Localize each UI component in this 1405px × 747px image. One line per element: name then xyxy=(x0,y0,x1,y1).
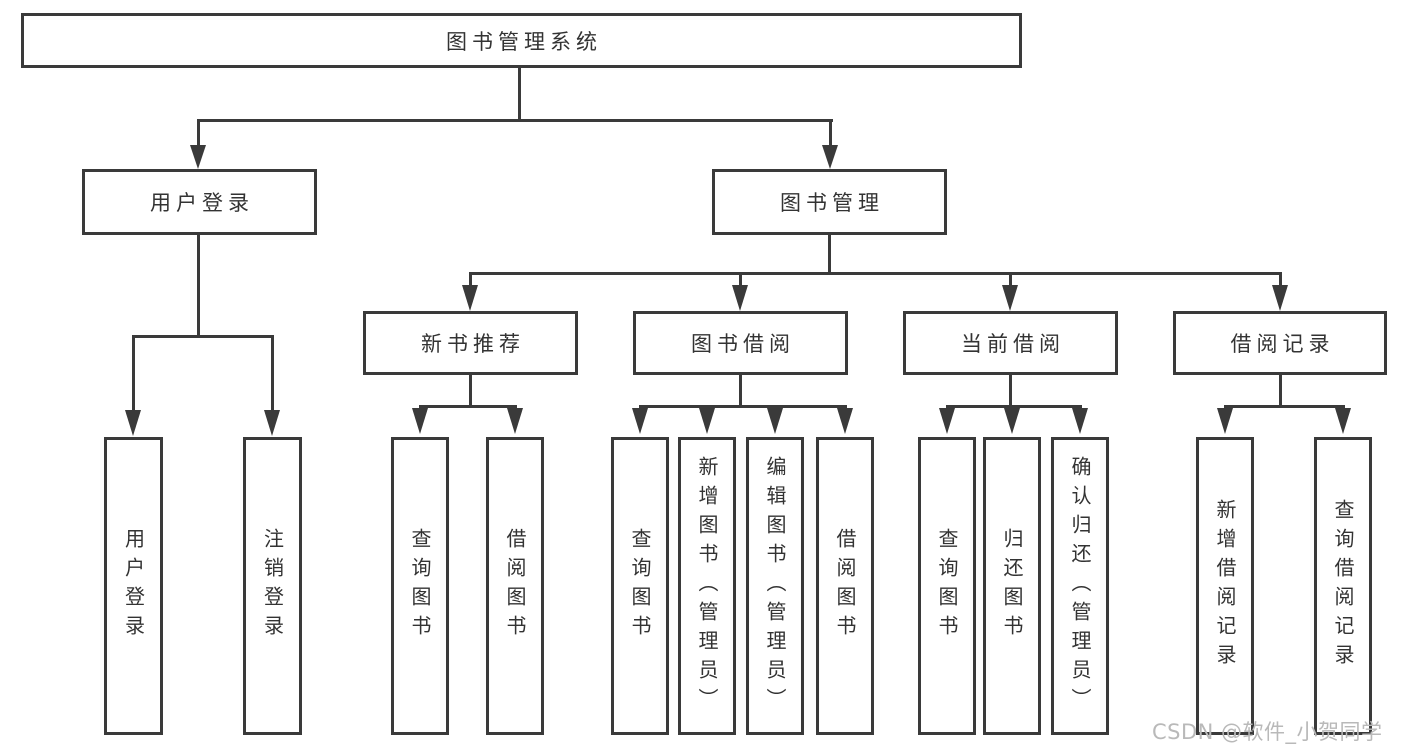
node-new-book-recommend: 新书推荐 xyxy=(363,311,578,375)
arrowhead-bb-borrow xyxy=(837,408,853,434)
connector-current-borrow-rail xyxy=(946,405,1082,408)
csdn-watermark: CSDN @软件_小贺同学 xyxy=(1152,720,1383,744)
connector-user-login-down xyxy=(197,235,200,335)
connector-new-book-rail xyxy=(419,405,517,408)
connector-new-book-stem xyxy=(469,272,472,288)
node-book-borrowing: 图书借阅 xyxy=(633,311,848,375)
connector-book-borrow-down xyxy=(739,375,742,407)
leaf-br-query-record: 查询借阅记录 xyxy=(1314,437,1372,735)
leaf-br-add-record: 新增借阅记录 xyxy=(1196,437,1254,735)
arrowhead-to-new-book-rec xyxy=(462,285,478,311)
leaf-bb-add-books-admin: 新增图书（管理员） xyxy=(678,437,736,735)
arrowhead-to-login xyxy=(125,410,141,436)
arrowhead-cb-query xyxy=(939,408,955,434)
connector-root-stem xyxy=(518,68,521,119)
leaf-cb-query-books: 查询图书 xyxy=(918,437,976,735)
connector-user-login-stem xyxy=(197,119,200,148)
connector-current-borrow-down xyxy=(1009,375,1012,407)
connector-user-login-rail xyxy=(132,335,274,338)
connector-user-login-child2-stem xyxy=(271,335,274,412)
leaf-user-login: 用户登录 xyxy=(104,437,163,735)
connector-borrow-record-down xyxy=(1279,375,1282,407)
node-user-login: 用户登录 xyxy=(82,169,317,235)
leaf-bb-query-books: 查询图书 xyxy=(611,437,669,735)
leaf-bb-borrow-books: 借阅图书 xyxy=(816,437,874,735)
leaf-cb-confirm-return-admin: 确认归还（管理员） xyxy=(1051,437,1109,735)
connector-book-mgmt-down xyxy=(828,235,831,272)
arrowhead-to-logout xyxy=(264,410,280,436)
connector-current-borrow-stem xyxy=(1009,272,1012,288)
connector-book-borrow-rail xyxy=(639,405,847,408)
arrowhead-br-add xyxy=(1217,408,1233,434)
arrowhead-br-query xyxy=(1335,408,1351,434)
connector-borrow-record-rail xyxy=(1224,405,1345,408)
connector-book-mgmt-stem xyxy=(829,119,832,148)
connector-book-borrow-stem xyxy=(739,272,742,288)
arrowhead-bb-add xyxy=(699,408,715,434)
arrowhead-to-book-borrow xyxy=(732,285,748,311)
node-book-management: 图书管理 xyxy=(712,169,947,235)
connector-new-book-down xyxy=(469,375,472,407)
leaf-cb-return-books: 归还图书 xyxy=(983,437,1041,735)
arrowhead-to-borrow-record xyxy=(1272,285,1288,311)
connector-level3-rail xyxy=(469,272,1282,275)
arrowhead-bb-query xyxy=(632,408,648,434)
connector-level2-rail xyxy=(197,119,833,122)
connector-borrow-record-stem xyxy=(1279,272,1282,288)
leaf-logout: 注销登录 xyxy=(243,437,302,735)
node-current-borrowing: 当前借阅 xyxy=(903,311,1118,375)
arrowhead-bb-edit xyxy=(767,408,783,434)
arrowhead-to-user-login xyxy=(190,145,206,169)
arrowhead-nb-borrow xyxy=(507,408,523,434)
leaf-nb-query-books: 查询图书 xyxy=(391,437,449,735)
connector-user-login-child1-stem xyxy=(132,335,135,412)
arrowhead-to-current-borrow xyxy=(1002,285,1018,311)
arrowhead-cb-confirm xyxy=(1072,408,1088,434)
arrowhead-to-book-mgmt xyxy=(822,145,838,169)
arrowhead-cb-return xyxy=(1004,408,1020,434)
arrowhead-nb-query xyxy=(412,408,428,434)
node-root-library-system: 图书管理系统 xyxy=(21,13,1022,68)
leaf-nb-borrow-books: 借阅图书 xyxy=(486,437,544,735)
leaf-bb-edit-books-admin: 编辑图书（管理员） xyxy=(746,437,804,735)
node-borrowing-records: 借阅记录 xyxy=(1173,311,1387,375)
